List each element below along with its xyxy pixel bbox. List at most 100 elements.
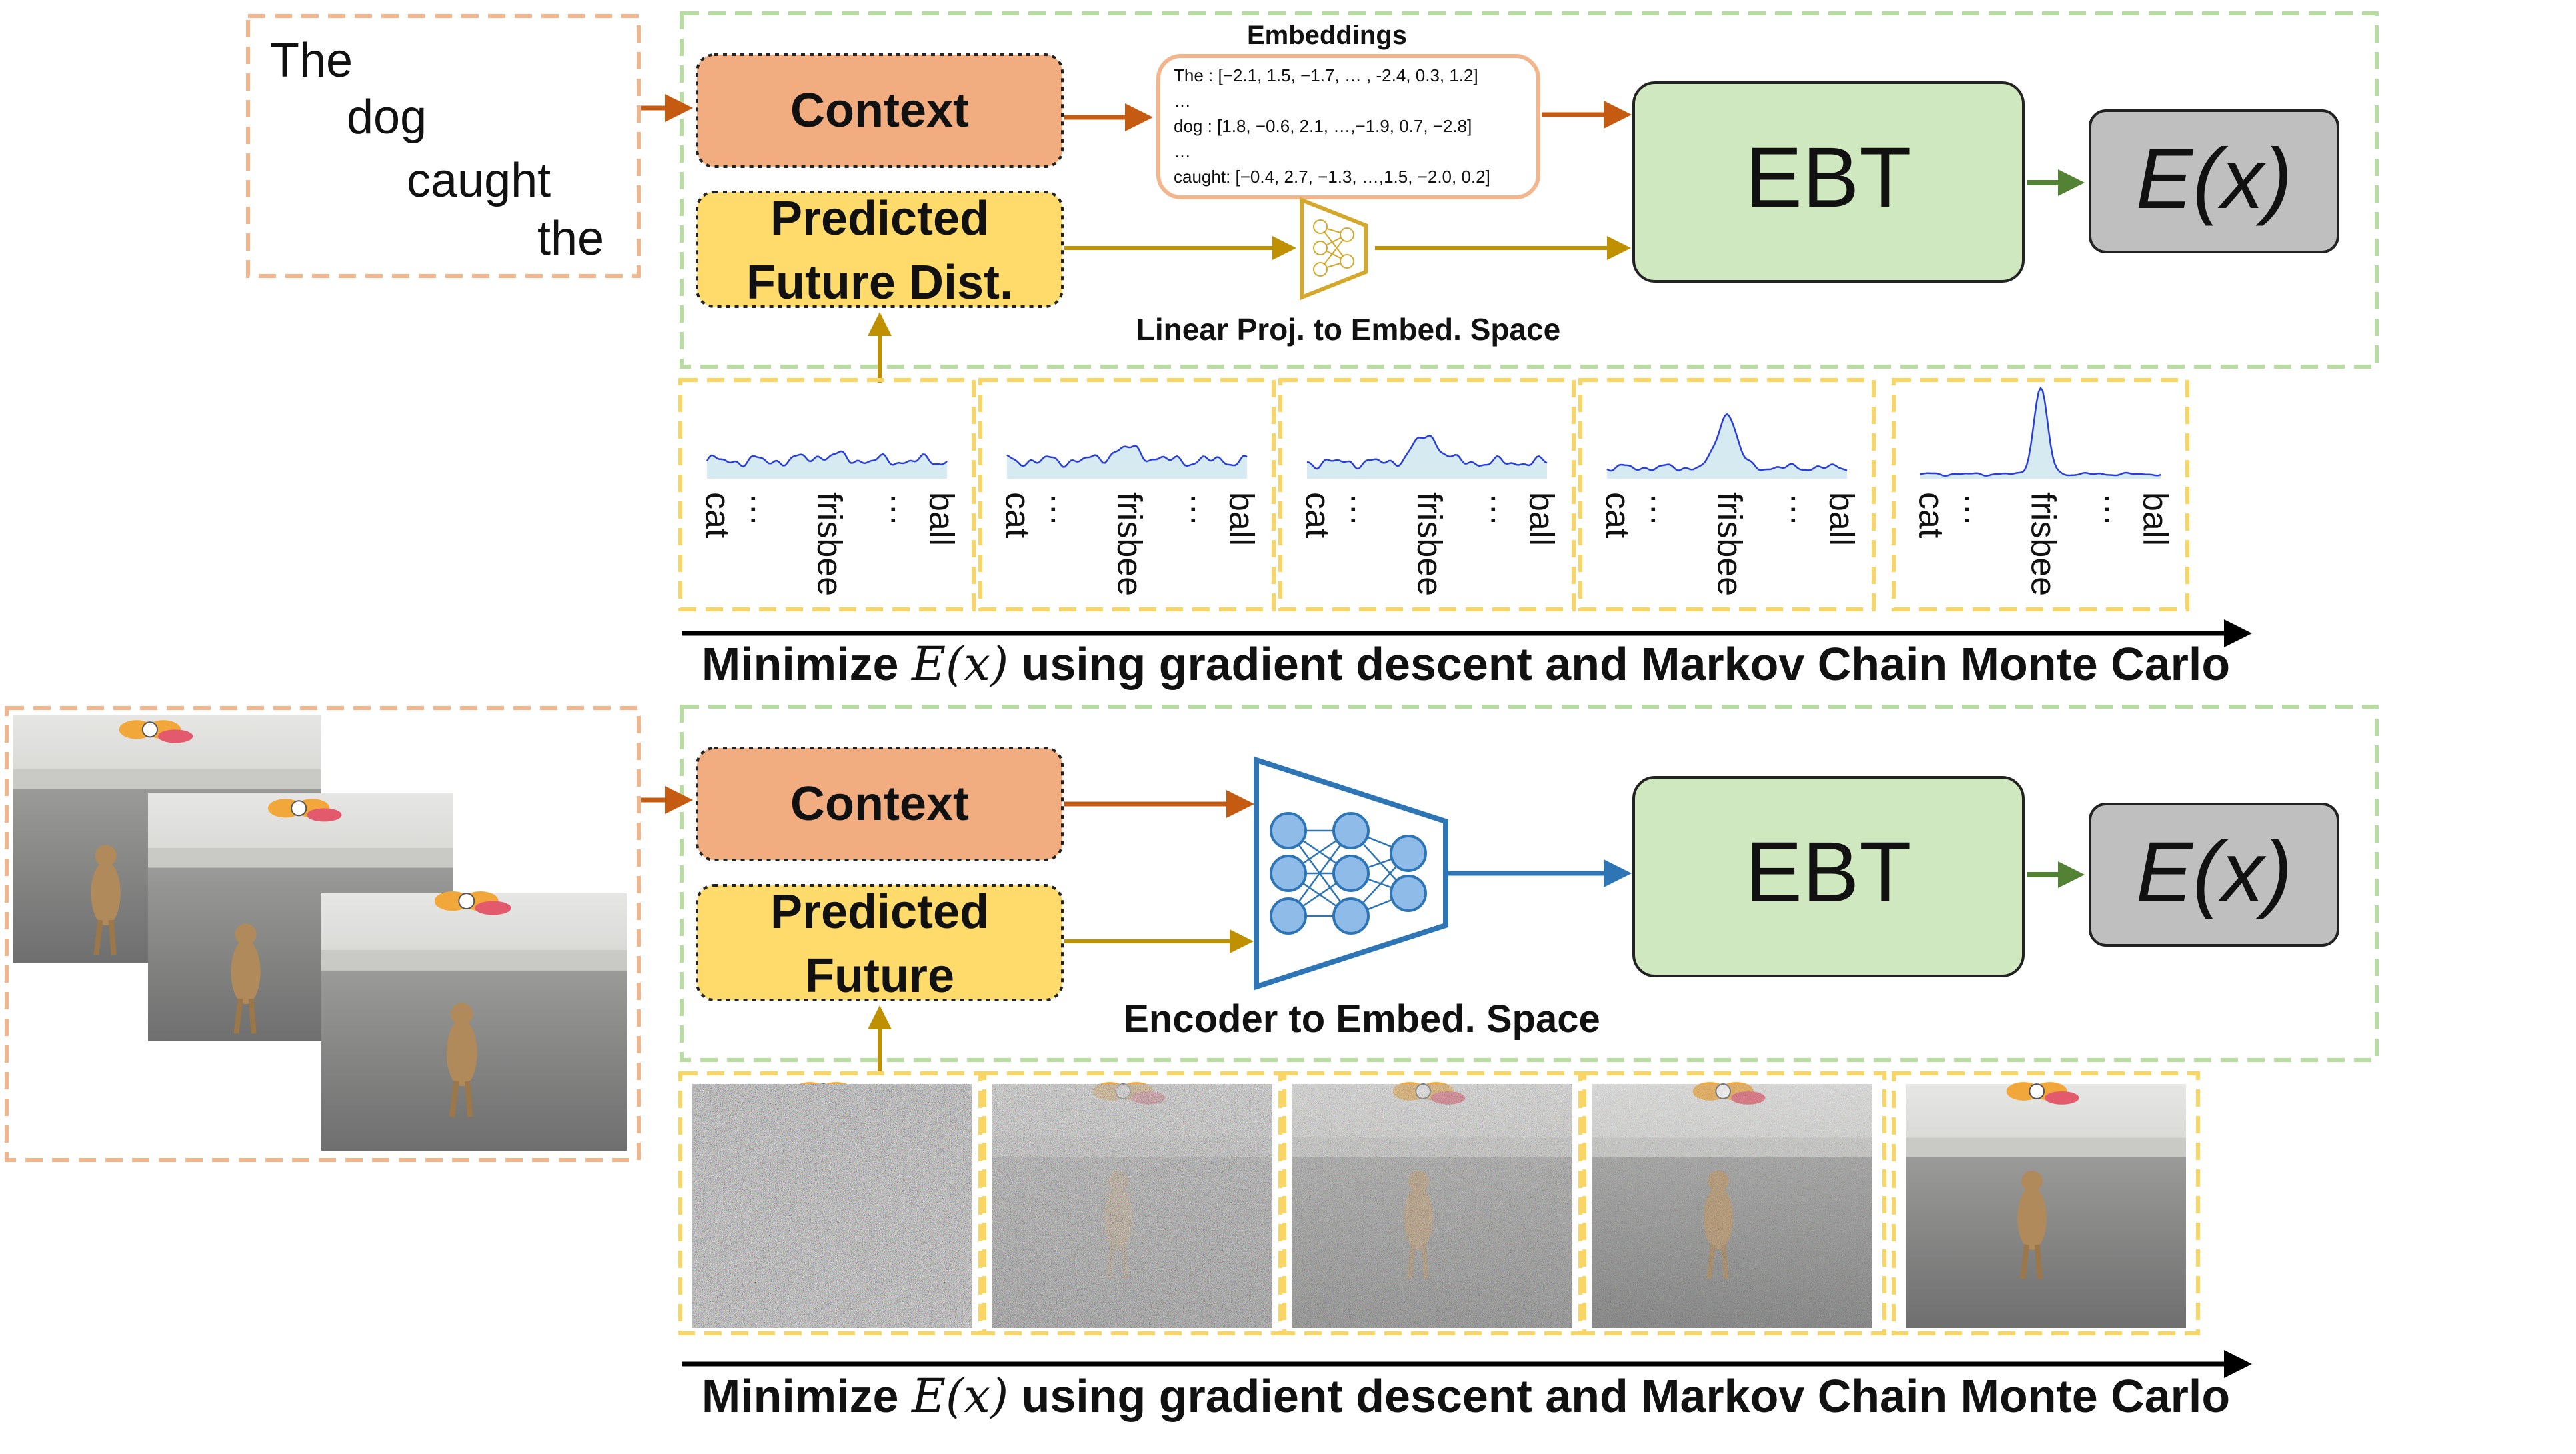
dist-tick-label: … [1183,492,1222,527]
dist-tick-label: … [1643,492,1682,527]
dist-tick-label: … [883,492,922,527]
dog-body [91,861,121,926]
distribution-curve [1306,435,1548,470]
frisbee-face [2029,1083,2045,1099]
distribution-area [1007,445,1247,479]
bottom-predicted-line2: Future [805,949,954,1003]
dog-body [231,939,261,1005]
video-input-panel [5,706,641,1162]
dist-tick-label: … [1043,492,1082,527]
distribution-panel-frame [678,378,976,611]
frisbee-icon [434,891,511,915]
denoising-panels [678,1071,2200,1335]
denoise-panel-2 [978,1071,1286,1335]
dog-figure [446,1003,477,1117]
embedding-line-dog: dog : [1.8, −0.6, 2.1, …,−1.9, 0.7, −2.8… [1174,116,1472,136]
frisbee-face [141,721,158,738]
frisbee-disc [157,729,193,743]
denoise-panel-3 [1278,1071,1586,1335]
distribution-panel-2: cat…frisbee…ball [978,378,1276,611]
denoise-panel-1 [678,1071,986,1335]
caption-bottom-before: Minimize [702,1370,912,1422]
denoise-scene [1906,1082,2186,1328]
frisbee-disc [307,808,342,822]
distribution-panel-frame [1278,378,1576,611]
bottom-model-region [680,705,2379,1062]
top-model-region [680,11,2379,369]
dog-head [95,845,117,867]
distribution-area [1607,414,1847,479]
dog-head [2021,1171,2043,1192]
top-ebt-label: EBT [1746,130,1912,225]
dist-tick-label: … [1483,492,1522,527]
dist-tick-label: ball [1822,492,1860,546]
dog-figure [231,923,261,1034]
dog-figure [2017,1171,2047,1279]
noise-overlay [1592,1084,1872,1328]
distribution-curve [1006,445,1248,468]
denoise-panel-frame [978,1071,1286,1335]
dist-tick-label: frisbee [1710,492,1748,596]
denoise-panel-frame [1892,1071,2200,1335]
frisbee-disc [2045,1091,2079,1105]
caption-top: Minimize E(x) using gradient descent and… [702,637,2230,691]
dog-head [450,1003,473,1025]
video-frames [13,715,627,1151]
dist-tick-label: cat [1298,492,1336,539]
linear-proj-icon [1300,197,1368,301]
word-caught: caught [407,154,551,207]
dog-leg [2020,1244,2030,1279]
dog-leg [108,919,117,955]
frisbee-face [458,893,475,910]
bottom-predicted-line1: Predicted [770,885,989,939]
word-the-2: the [537,212,604,265]
bottom-predicted-box: Predicted Future [696,884,1064,1003]
dist-tick-label: ball [922,492,960,546]
dist-tick-label: frisbee [1110,492,1148,596]
embedding-line-the: The : [−2.1, 1.5, −1.7, … , -2.4, 0.3, 1… [1174,65,1478,85]
text-input-panel: The dog caught the [246,14,641,278]
top-energy-box: E(x) [2089,109,2339,253]
top-context-label: Context [790,84,969,137]
scene-background [1906,1084,2186,1328]
video-frame-3 [321,891,627,1151]
frisbee-disc [475,901,511,915]
top-predicted-line1: Predicted [770,192,989,245]
bottom-energy-label: E(x) [2136,825,2293,920]
dist-tick-label: cat [1598,492,1636,539]
dog-head [235,923,257,945]
caption-top-after: using gradient descent and Markov Chain … [1008,638,2230,690]
denoise-panel-4 [1578,1071,1886,1335]
distribution-panel-3: cat…frisbee…ball [1278,378,1576,611]
bottom-ebt-box: EBT [1632,776,2025,977]
distribution-panel-1: cat…frisbee…ball [678,378,976,611]
top-context-box: Context [696,53,1064,168]
distribution-curve [706,450,948,468]
bottom-context-box: Context [696,747,1064,861]
caption-top-before: Minimize [702,638,912,690]
noise-overlay [1292,1084,1572,1328]
dist-tick-label: … [743,492,782,527]
proj-label: Linear Proj. to Embed. Space [1136,312,1561,347]
distribution-panel-5: cat…frisbee…ball [1892,378,2189,611]
dog-leg [248,998,257,1034]
frisbee-icon [267,799,342,822]
encoder-icon [1254,756,1448,991]
dist-tick-label: frisbee [2023,492,2062,596]
distribution-panel-frame [1892,378,2189,611]
dog-leg [2034,1244,2043,1279]
dist-tick-label: … [2097,492,2135,527]
dist-tick-label: ball [2135,492,2174,546]
denoise-panel-frame [678,1071,986,1335]
scene-wall-strip [321,949,627,971]
bottom-energy-box: E(x) [2089,803,2339,947]
caption-bottom: Minimize E(x) using gradient descent and… [702,1369,2230,1423]
bottom-context-label: Context [790,777,969,831]
denoise-panel-5 [1892,1071,2200,1335]
distribution-curve [1920,386,2161,477]
dog-leg [93,919,103,955]
top-predicted-line2: Future Dist. [746,256,1013,309]
dist-tick-label: ball [1222,492,1260,546]
dist-tick-label: … [1343,492,1382,527]
